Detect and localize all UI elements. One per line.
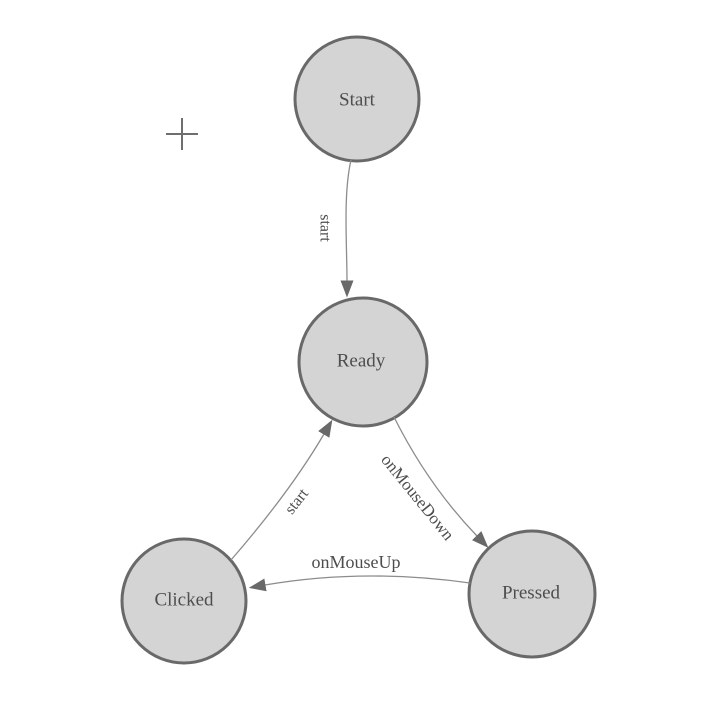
transition-label-onmouseup: onMouseUp: [312, 552, 401, 572]
state-label-clicked: Clicked: [154, 590, 214, 611]
transition-label-start-1: start: [316, 214, 333, 242]
state-label-pressed: Pressed: [502, 583, 561, 604]
transition-pressed-to-clicked[interactable]: onMouseUp: [248, 552, 471, 592]
state-label-start: Start: [339, 90, 376, 111]
state-circle-pressed[interactable]: [467, 529, 597, 659]
transition-clicked-to-ready[interactable]: start: [230, 419, 333, 561]
transition-clicked-to-ready-path[interactable]: [230, 419, 333, 561]
state-node-pressed[interactable]: Pressed: [467, 529, 597, 659]
transition-start-to-ready-path[interactable]: [340, 159, 354, 298]
transition-start-to-ready[interactable]: start: [316, 159, 354, 298]
transition-ready-to-pressed-path[interactable]: [393, 416, 489, 548]
transition-pressed-to-clicked-path[interactable]: [248, 575, 471, 592]
state-circle-ready[interactable]: [297, 296, 429, 428]
plus-icon: [166, 118, 198, 150]
state-node-clicked[interactable]: Clicked: [120, 537, 248, 665]
state-label-ready: Ready: [337, 351, 386, 372]
state-node-ready[interactable]: Ready: [297, 296, 429, 428]
state-circle-clicked[interactable]: [120, 537, 248, 665]
transition-label-onmousedown: onMouseDown: [377, 451, 458, 545]
state-circle-start[interactable]: [293, 35, 421, 163]
transition-ready-to-pressed[interactable]: onMouseDown: [377, 416, 489, 548]
state-node-start[interactable]: Start: [293, 35, 421, 163]
